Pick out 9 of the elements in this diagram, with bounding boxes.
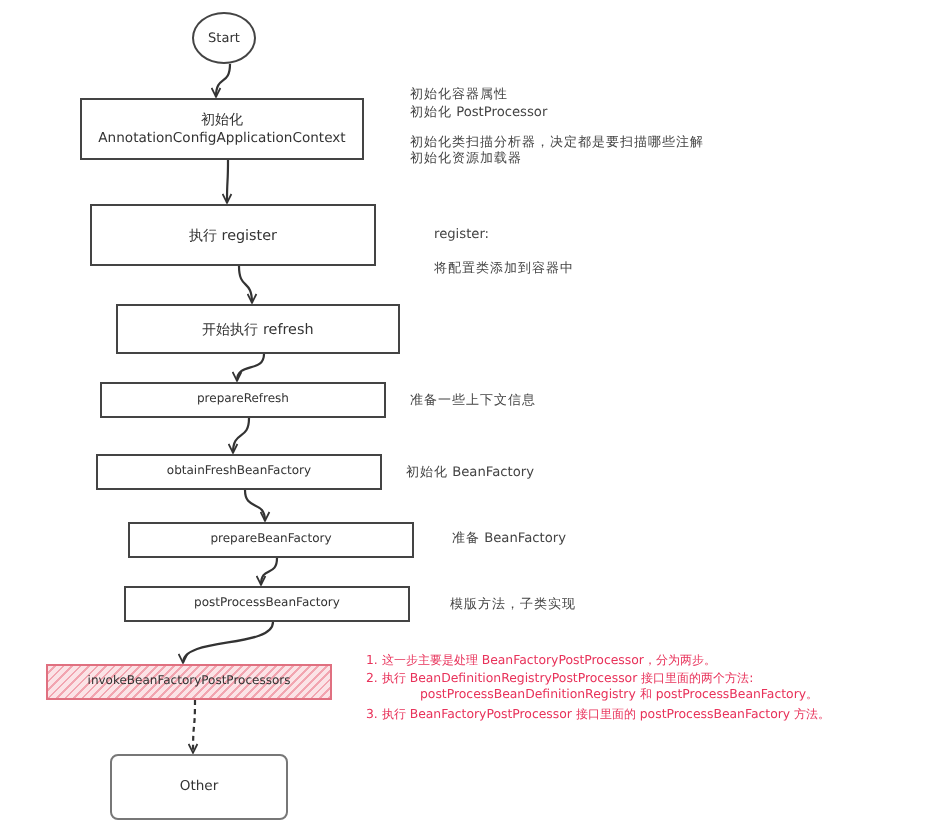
arrow	[256, 557, 279, 586]
arrow	[221, 160, 233, 204]
arrow	[232, 353, 266, 382]
arrow	[237, 265, 257, 304]
arrow	[243, 489, 270, 522]
arrow	[228, 417, 251, 454]
arrow	[180, 621, 275, 664]
arrow	[211, 63, 232, 98]
arrow	[187, 700, 199, 754]
